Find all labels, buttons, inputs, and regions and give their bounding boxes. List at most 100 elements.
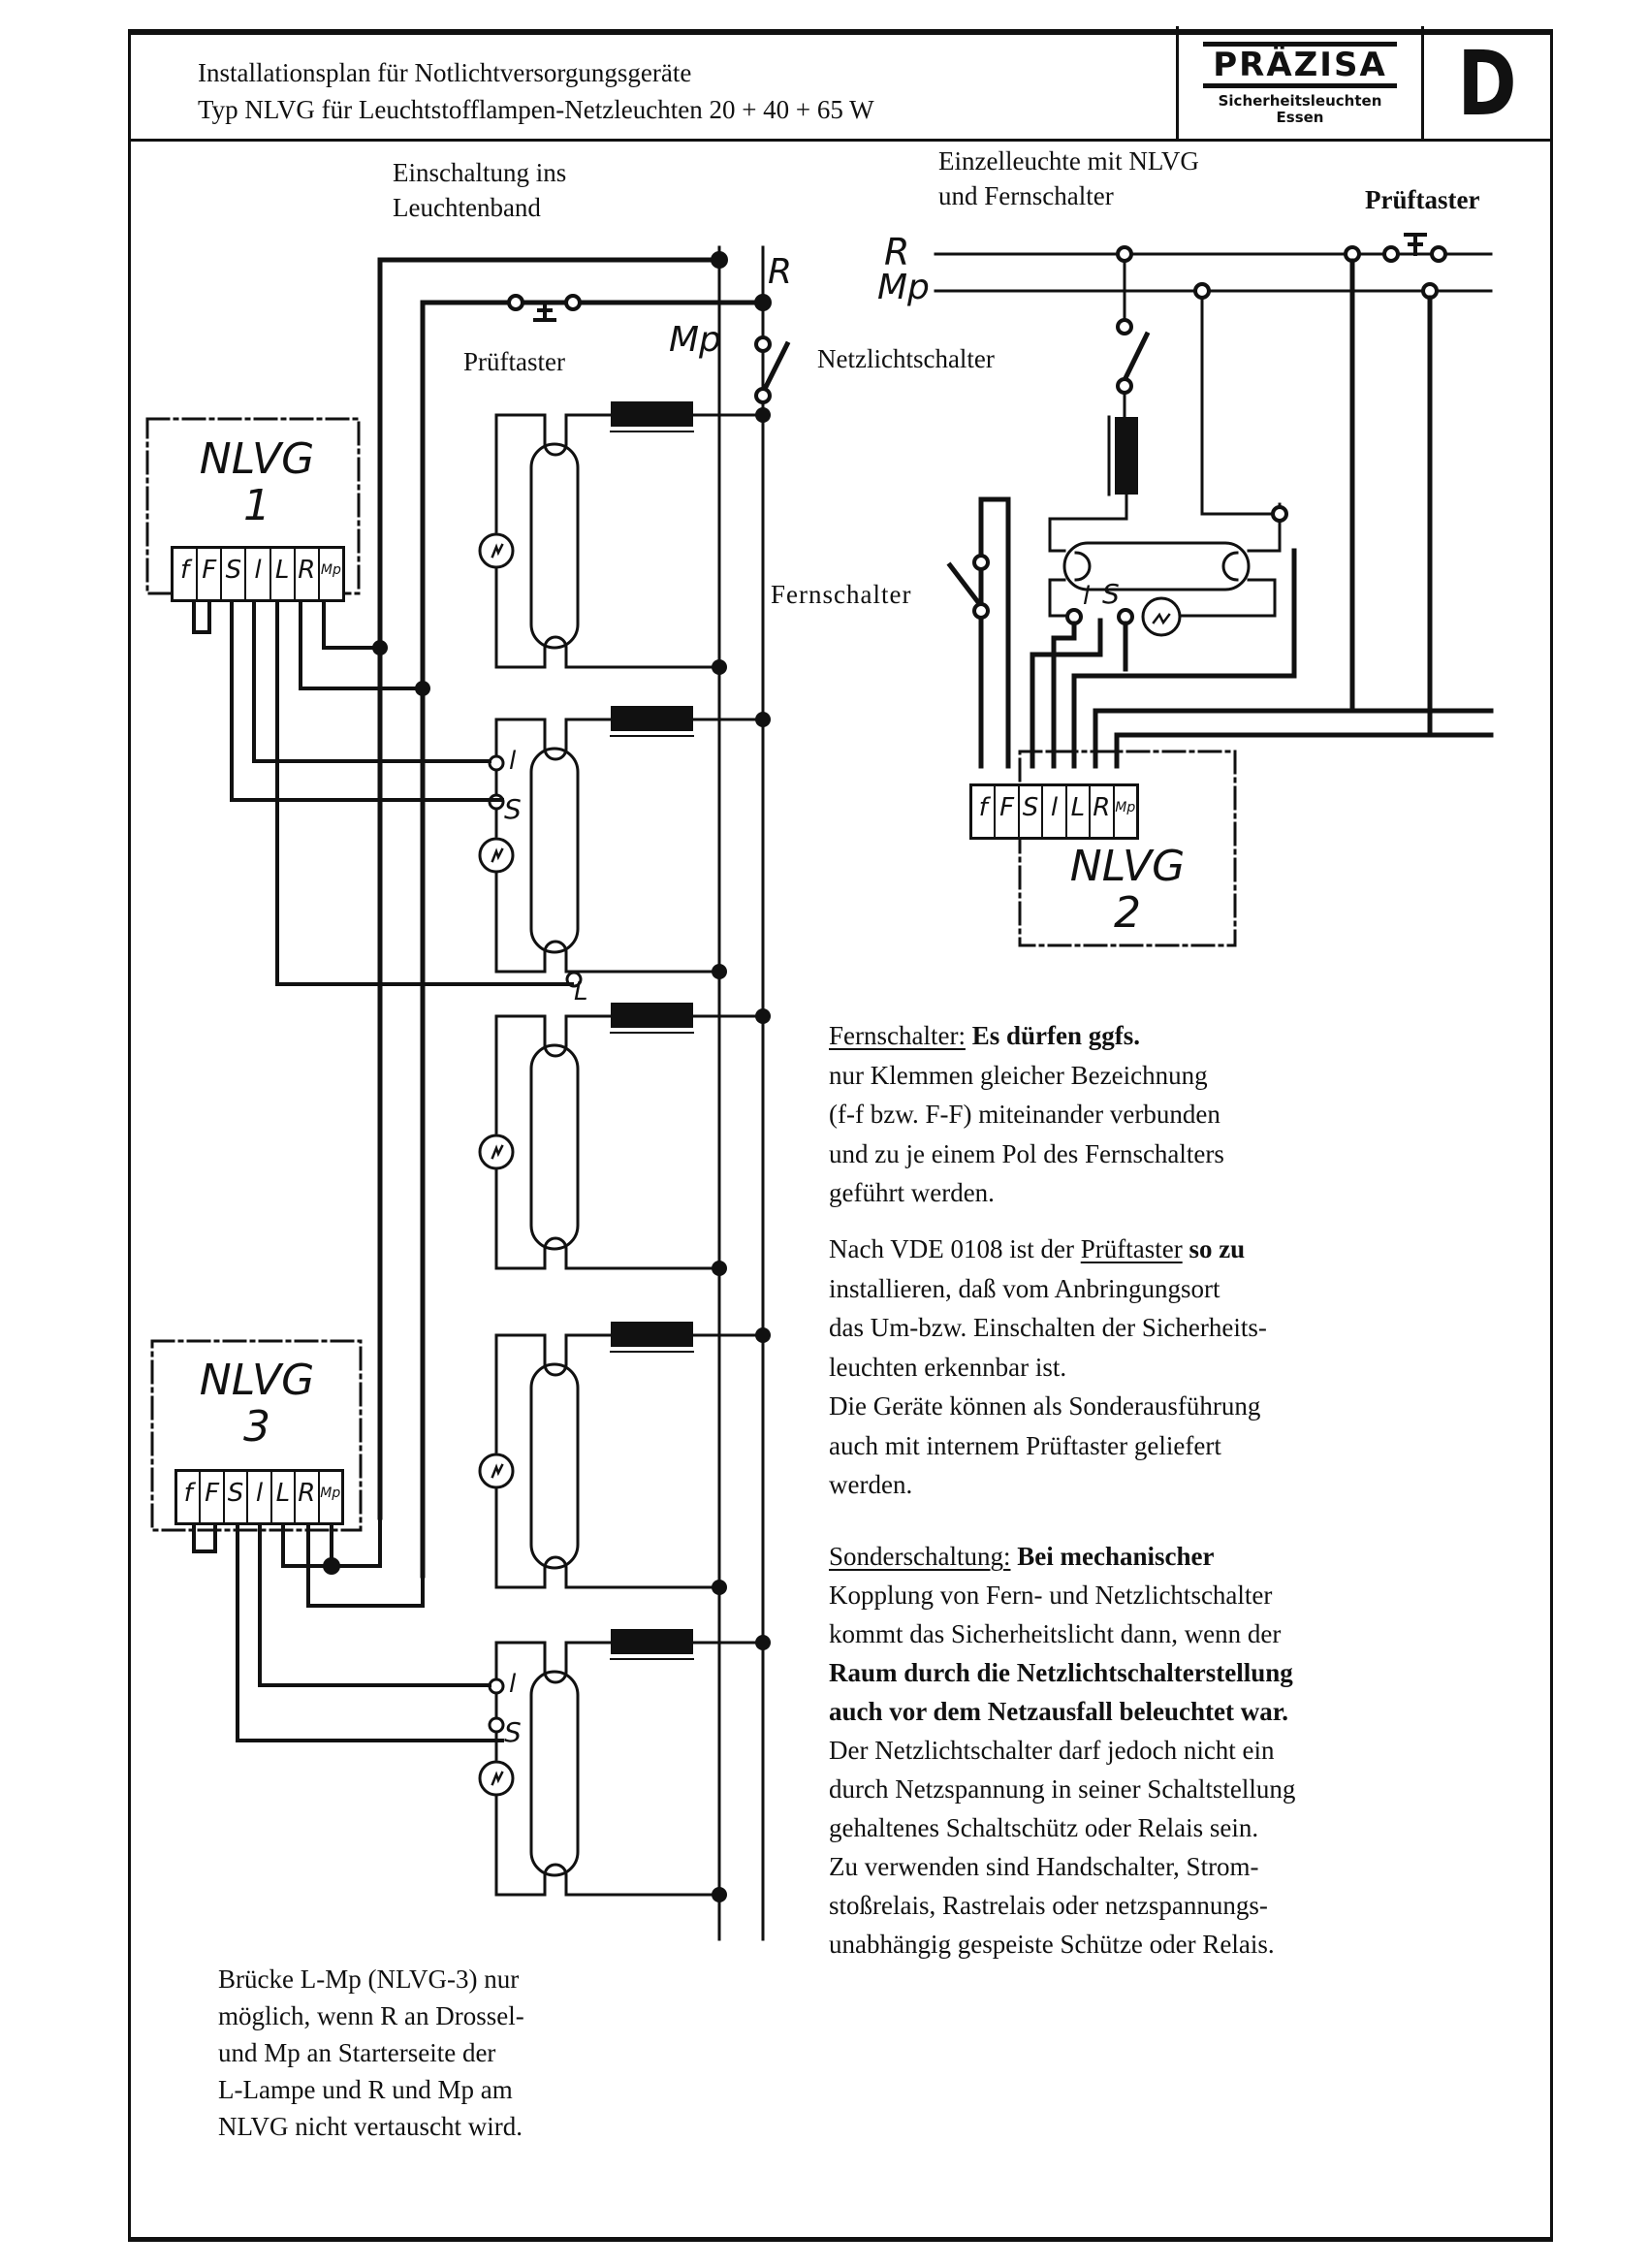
- right-pin-label-l: l: [1083, 582, 1091, 611]
- right-bus-label-mp: Mp: [877, 268, 930, 307]
- note-line: leuchten erkennbar ist.: [829, 1352, 1067, 1382]
- unit-number: 3: [243, 1402, 270, 1452]
- terminal-R: R: [296, 549, 320, 599]
- unit-number: 1: [243, 481, 270, 530]
- lamp-wire: [494, 565, 547, 669]
- terminal-F: F: [996, 786, 1020, 837]
- junction-dot: [372, 640, 388, 655]
- company-logo: PRÄZISA Sicherheitsleuchten Essen: [1176, 26, 1424, 139]
- note-text: so zu: [1182, 1234, 1246, 1263]
- ballast: [611, 401, 693, 427]
- test-button-contact: [507, 294, 524, 311]
- tube-electrode: [543, 635, 568, 650]
- feed-wire-outer: [377, 257, 722, 1520]
- switch-contact: [754, 335, 772, 353]
- nlvg-2-housing: [1018, 750, 1237, 947]
- terminal-F: F: [201, 1472, 225, 1522]
- sheet-letter: D: [1457, 32, 1517, 136]
- fluorescent-tube: [529, 1670, 580, 1877]
- junction-dot: [712, 964, 727, 979]
- wire-l: [252, 599, 491, 763]
- fluorescent-tube: [529, 442, 580, 650]
- pin-label-l: l: [509, 747, 517, 776]
- pin-label-s: S: [504, 1716, 522, 1748]
- note-sonderschaltung: Sonderschaltung: Bei mechanischer Kopplu…: [829, 1537, 1546, 1964]
- note-line: auch vor dem Netzausfall beleuchtet war.: [829, 1697, 1288, 1726]
- right-diagram: [934, 233, 1494, 947]
- document-title: Installationsplan für Notlichtversorgung…: [198, 54, 874, 128]
- junction-dot: [712, 659, 727, 675]
- left-bus-lines: [377, 245, 791, 1941]
- junction-dot: [755, 407, 771, 423]
- note-line: installieren, daß vom Anbringungsort: [829, 1273, 1220, 1303]
- note-heading: Sonderschaltung:: [829, 1542, 1011, 1571]
- wire-Mp: [322, 599, 382, 650]
- junction-dot: [755, 1635, 771, 1650]
- right-diagram-title: Einzelleuchte mit NLVG und Fernschalter: [938, 144, 1199, 213]
- pin-l-contact: [488, 754, 505, 772]
- left-bus-label-mp: Mp: [669, 320, 721, 360]
- nlvg-2-label: NLVG 2: [1030, 844, 1224, 937]
- title-line: Einschaltung ins: [393, 158, 567, 187]
- tube-electrode: [543, 1043, 568, 1058]
- starter-glyph: [491, 1144, 504, 1160]
- lamp-wire: [494, 1793, 547, 1897]
- terminal-f: f: [972, 786, 997, 837]
- terminal-l: l: [248, 1472, 272, 1522]
- remote-switch-blade: [946, 561, 985, 610]
- fluorescent-tube: [529, 1043, 580, 1251]
- terminal-S: S: [225, 1472, 249, 1522]
- note-line: gehaltenes Schaltschütz oder Relais sein…: [829, 1813, 1259, 1842]
- left-bus-label-r: R: [768, 252, 793, 292]
- wire-R: [306, 1520, 425, 1608]
- starter-glyph: [491, 1463, 504, 1479]
- ballast: [611, 706, 693, 731]
- bridge-f-F: [192, 1520, 217, 1553]
- terminal-R: R: [296, 1472, 320, 1522]
- lamp-wire: [564, 1641, 613, 1674]
- lamp-wire: [564, 1873, 721, 1897]
- note-line: und zu je einem Pol des Fernschalters: [829, 1138, 1224, 1168]
- tube-electrode: [543, 1863, 568, 1877]
- lamp-wire: [494, 718, 547, 838]
- terminal-S: S: [222, 549, 247, 599]
- note-lead: Es dürfen ggfs.: [965, 1021, 1140, 1050]
- ballast: [611, 1003, 693, 1028]
- right-bus-label-r: R: [884, 231, 910, 273]
- pin-label-s: S: [504, 793, 522, 825]
- nlvg-1-label: NLVG 1: [160, 436, 354, 529]
- note-lead: Bei mechanischer: [1010, 1542, 1215, 1571]
- note-line: das Um-bzw. Einschalten der Sicherheits-: [829, 1313, 1267, 1342]
- fluorescent-tube: [529, 1362, 580, 1570]
- title-line: Einzelleuchte mit NLVG: [938, 146, 1199, 176]
- left-diagram-title: Einschaltung ins Leuchtenband: [393, 155, 566, 225]
- junction-dot: [711, 251, 728, 269]
- lamp-wire: [564, 718, 613, 751]
- junction-dot: [712, 1580, 727, 1595]
- lamp-wire: [564, 413, 613, 446]
- tube-electrode: [543, 747, 568, 761]
- note-line: Die Geräte können als Sonderausführung: [829, 1391, 1261, 1421]
- note-line: und Mp an Starterseite der: [218, 2038, 496, 2067]
- terminal-Mp: Mp: [320, 562, 341, 578]
- junction-open: [1193, 282, 1211, 300]
- terminal-Mp: Mp: [320, 1485, 341, 1501]
- junction-dot: [755, 1327, 771, 1343]
- terminal-L: L: [271, 549, 296, 599]
- starter-icon: [478, 1760, 515, 1797]
- note-line: auch mit internem Prüftaster geliefert: [829, 1430, 1221, 1460]
- note-underlined: Prüftaster: [1080, 1234, 1183, 1263]
- note-line: möglich, wenn R an Drossel-: [218, 2001, 524, 2030]
- tube-electrode: [543, 1555, 568, 1570]
- test-button-contact: [564, 294, 582, 311]
- remote-switch-label: Fernschalter: [771, 580, 912, 609]
- starter-glyph: [491, 847, 504, 863]
- terminal-S: S: [1020, 786, 1044, 837]
- tube-electrode: [543, 1670, 568, 1684]
- lamp-wire: [564, 1014, 613, 1047]
- right-test-button-label: Prüftaster: [1365, 185, 1480, 214]
- lamp-wire: [494, 1014, 547, 1134]
- switch-contact: [1116, 318, 1133, 335]
- mains-switch-blade: [759, 340, 791, 397]
- nlvg-1-terminal-strip: f F S l L R Mp: [171, 546, 345, 602]
